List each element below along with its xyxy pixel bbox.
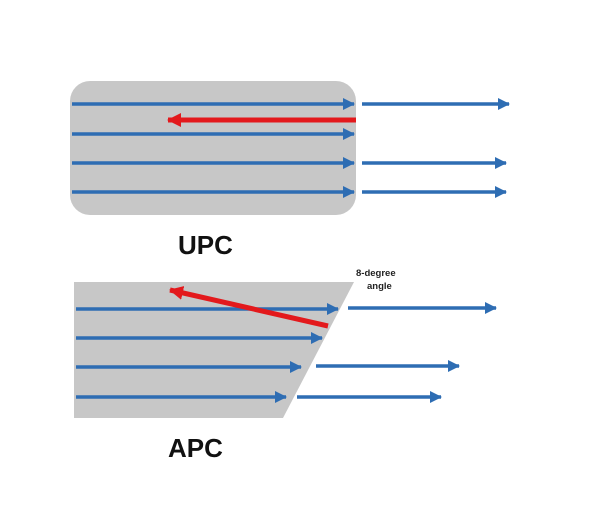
apc-label: APC: [168, 433, 223, 463]
apc-group: 8-degree angle APC: [74, 268, 497, 463]
upc-label: UPC: [178, 230, 233, 260]
apc-angle-label-line2: angle: [367, 281, 392, 292]
apc-back-reflection-arrow: [169, 286, 329, 329]
upc-ferrule: [70, 81, 356, 215]
apc-angle-label-line1: 8-degree: [356, 268, 396, 279]
upc-group: UPC: [70, 81, 510, 260]
